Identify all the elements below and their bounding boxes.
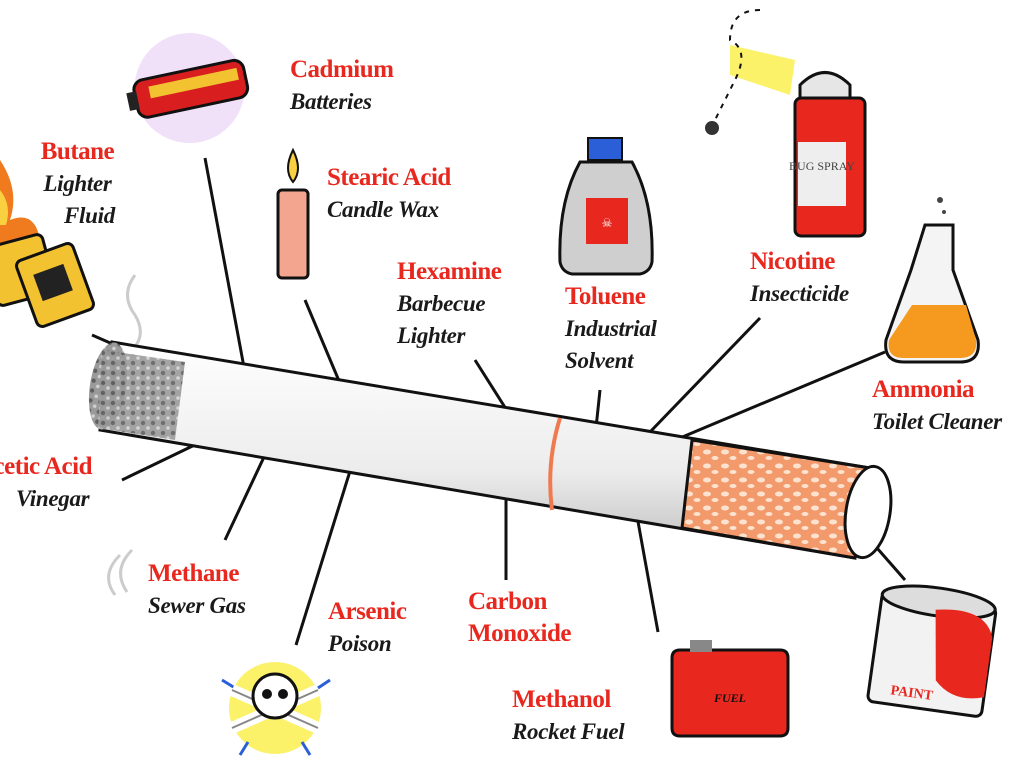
leader-ammonia: [679, 350, 886, 440]
leader-stearic: [303, 299, 344, 389]
label-toluene: Toluene Industrial Solvent: [565, 281, 657, 377]
common-use: Barbecue: [397, 291, 486, 316]
cigarette: [88, 340, 893, 560]
label-arsenic: Arsenic Poison: [328, 596, 407, 660]
chemical-name: Cadmium: [290, 56, 394, 83]
leader-arsenic: [294, 454, 357, 646]
chemical-name-line2: Monoxide: [468, 620, 571, 647]
chemical-name: Ammonia: [872, 376, 975, 403]
common-use: Lighter: [43, 171, 112, 196]
chemical-name: Hexamine: [397, 258, 502, 285]
burn-ring: [548, 417, 562, 511]
leader-nicotine: [648, 316, 762, 434]
common-use: Vinegar: [16, 486, 90, 511]
label-carbon-monoxide: Carbon Monoxide: [468, 586, 571, 650]
common-use: Industrial: [565, 316, 657, 341]
label-butane: Butane Lighter Fluid: [40, 136, 115, 232]
label-acetic-acid: Acetic Acid Vinegar: [0, 451, 92, 515]
paint-can-label: PAINT: [890, 683, 935, 704]
common-use: Toilet Cleaner: [872, 409, 1002, 434]
paint-can-icon: PAINT: [866, 584, 998, 718]
lighter-flame-icon: [0, 160, 95, 328]
solvent-bottle-icon: ☠: [558, 137, 654, 276]
chemical-name: Methane: [148, 560, 239, 587]
fuel-can-icon: FUEL: [670, 640, 790, 738]
chemical-name: Methanol: [512, 686, 611, 713]
skull-poison-icon: [221, 662, 331, 756]
cigarette-filter: [680, 438, 872, 560]
bug-spray-icon: BUG SPRAY: [705, 9, 867, 238]
label-ammonia: Ammonia Toilet Cleaner: [872, 374, 1002, 438]
common-use: Solvent: [565, 348, 634, 373]
spray-can-label: BUG SPRAY: [789, 159, 855, 173]
smoke-icon: [126, 274, 142, 352]
common-use: Rocket Fuel: [512, 719, 625, 744]
leader-cadmium: [203, 157, 248, 379]
common-use: Poison: [328, 631, 392, 656]
label-cadmium: Cadmium Batteries: [290, 54, 394, 118]
filter-end: [843, 464, 893, 560]
chemical-name: Nicotine: [750, 248, 835, 275]
common-use: Sewer Gas: [148, 593, 246, 618]
chemical-name: Acetic Acid: [0, 453, 92, 480]
common-use: Fluid: [64, 203, 115, 228]
battery-icon: [126, 33, 250, 144]
label-stearic-acid: Stearic Acid Candle Wax: [327, 162, 451, 226]
label-methane: Methane Sewer Gas: [148, 558, 246, 622]
common-use: Batteries: [290, 89, 372, 114]
common-use: Insecticide: [750, 281, 849, 306]
skull-mark-icon: ☠: [602, 216, 613, 230]
chemical-name: Butane: [40, 138, 115, 165]
flask-icon: [884, 197, 980, 364]
common-use: Lighter: [397, 323, 466, 348]
fuel-can-label: FUEL: [713, 691, 746, 705]
candle-icon: [276, 147, 310, 280]
common-use: Candle Wax: [327, 197, 439, 222]
label-methanol: Methanol Rocket Fuel: [512, 684, 625, 748]
chemical-name: Arsenic: [328, 598, 407, 625]
chemical-name: Stearic Acid: [327, 164, 451, 191]
label-nicotine: Nicotine Insecticide: [750, 246, 849, 310]
chemical-name: Carbon: [468, 588, 547, 615]
chemical-name: Toluene: [565, 283, 646, 310]
smoke-icon: [107, 548, 134, 596]
label-hexamine: Hexamine Barbecue Lighter: [397, 256, 502, 352]
leader-methanol: [633, 504, 660, 633]
